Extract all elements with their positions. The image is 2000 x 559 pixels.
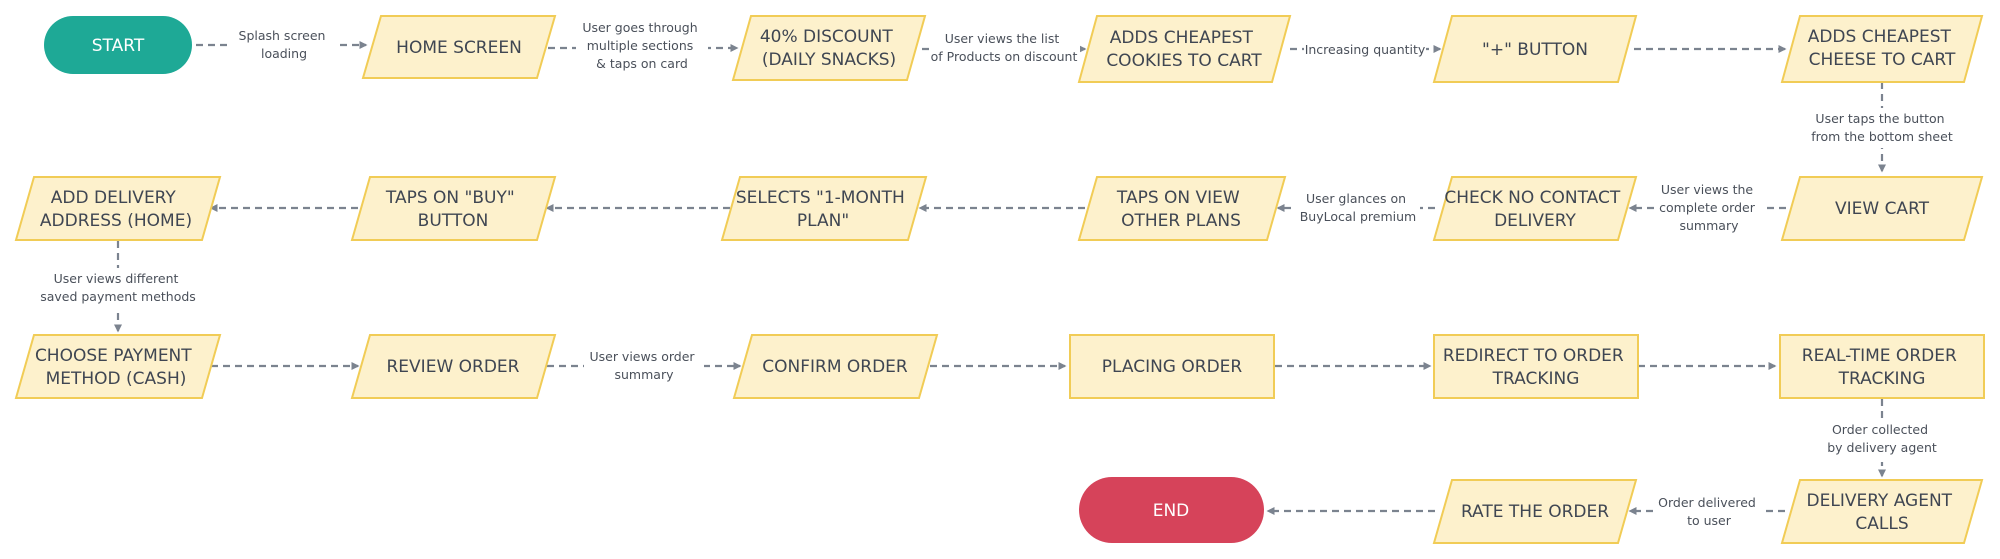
svg-text:ADDS CHEAPEST CHEESE TO: ADDS CHEAPEST CHEESE TO CART [1808,27,1957,70]
end-node: END [1079,477,1264,543]
start-node: START [44,16,192,74]
svg-text:REVIEW ORDER: REVIEW ORDER [387,357,520,377]
edge-label-discount-cookies: User views the list of Products on disco… [931,31,1078,64]
node-check-no-contact: CHECK NO CONTACT DELIVERY [1432,176,1638,241]
svg-text:START: START [92,36,145,56]
edge-label-cookies-plus: Increasing quantity [1305,42,1426,57]
svg-text:CONFIRM ORDER: CONFIRM ORDER [762,357,908,377]
node-redirect-tracking: REDIRECT TO ORDER TRACKING [1433,334,1639,399]
node-taps-view-plans: TAPS ON VIEW OTHER PLANS [1077,176,1287,241]
edge-label-address-payment: User views different saved payment metho… [40,271,196,304]
node-plus-button: "+" BUTTON [1432,15,1638,83]
node-view-cart: VIEW CART [1780,176,1984,241]
svg-text:40% DISCOUNT (DAILY SNAC: 40% DISCOUNT (DAILY SNACKS) [760,27,898,70]
svg-text:DELIVERY AGENT CALLS: DELIVERY AGENT CALLS [1807,491,1958,534]
node-realtime-tracking: REAL-TIME ORDER TRACKING [1779,334,1985,399]
node-selects-plan: SELECTS "1-MONTH PLAN" [720,176,928,241]
edge-label-nocontact-plans: User glances on BuyLocal premium [1300,191,1417,224]
node-add-address: ADD DELIVERY ADDRESS (HOME) [14,176,222,241]
svg-text:CHOOSE PAYMENT METHOD (C: CHOOSE PAYMENT METHOD (CASH) [35,346,197,389]
svg-text:ADD DELIVERY ADDRESS (HO: ADD DELIVERY ADDRESS (HOME) [40,188,192,231]
edge-label-home-discount: User goes through multiple sections & ta… [582,20,701,71]
svg-text:RATE THE ORDER: RATE THE ORDER [1461,502,1609,522]
svg-text:REDIRECT TO ORDER TRACKI: REDIRECT TO ORDER TRACKING [1443,346,1629,389]
node-40-discount: 40% DISCOUNT (DAILY SNACKS) [731,15,927,81]
svg-text:VIEW CART: VIEW CART [1835,199,1930,219]
node-review-order: REVIEW ORDER [350,334,557,399]
edge-label-start-home: Splash screen loading [239,28,330,61]
svg-text:TAPS ON VIEW OTHER PLANS: TAPS ON VIEW OTHER PLANS [1116,188,1245,231]
node-confirm-order: CONFIRM ORDER [732,334,939,399]
node-rate-order: RATE THE ORDER [1432,479,1638,544]
svg-text:END: END [1153,501,1190,521]
edge-label-viewcart-nocontact: User views the complete order summary [1659,182,1759,233]
node-adds-cheese: ADDS CHEAPEST CHEESE TO CART [1780,15,1984,83]
edge-label-realtime-agent: Order collected by delivery agent [1827,422,1937,455]
svg-text:"+" BUTTON: "+" BUTTON [1482,40,1588,60]
node-home-screen: HOME SCREEN [361,15,557,79]
svg-text:TAPS ON "BUY" BUTTON: TAPS ON "BUY" BUTTON [385,188,520,231]
svg-text:SELECTS "1-MONTH PLAN": SELECTS "1-MONTH PLAN" [736,188,910,231]
edges [114,41,1886,515]
node-adds-cookies: ADDS CHEAPEST COOKIES TO CART [1077,15,1292,83]
edge-label-review-confirm: User views order summary [589,349,698,382]
node-choose-payment: CHOOSE PAYMENT METHOD (CASH) [14,334,222,399]
svg-text:REAL-TIME ORDER TRACKING: REAL-TIME ORDER TRACKING [1802,346,1962,389]
edge-label-cheese-viewcart: User taps the button from the bottom she… [1811,111,1953,144]
svg-text:ADDS CHEAPEST COOKIES TO: ADDS CHEAPEST COOKIES TO CART [1106,28,1262,71]
node-delivery-agent-calls: DELIVERY AGENT CALLS [1780,479,1984,544]
node-taps-buy: TAPS ON "BUY" BUTTON [350,176,557,241]
edge-label-agent-rate: Order delivered to user [1658,495,1760,528]
svg-text:CHECK NO CONTACT DELIVER: CHECK NO CONTACT DELIVERY [1444,188,1625,231]
svg-text:PLACING ORDER: PLACING ORDER [1102,357,1243,377]
svg-text:HOME SCREEN: HOME SCREEN [396,38,522,58]
node-placing-order: PLACING ORDER [1069,334,1275,399]
edge-labels: Splash screen loading User goes through … [40,16,1953,534]
